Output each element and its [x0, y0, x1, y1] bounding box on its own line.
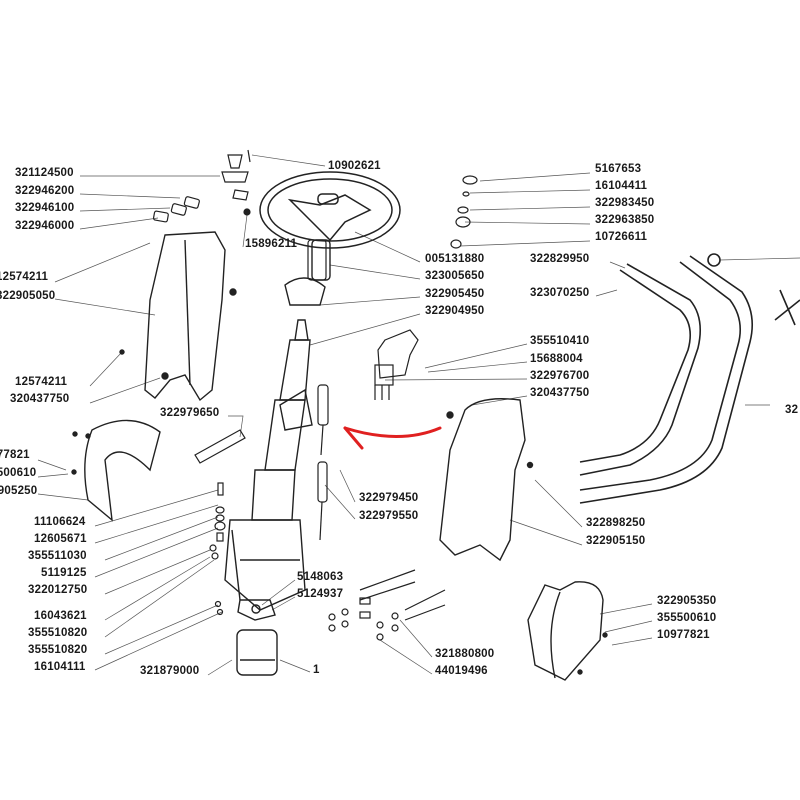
red-arrow-indicator [343, 426, 442, 450]
part-number-label: 12574211 [15, 376, 68, 388]
part-number-label: 44019496 [435, 665, 488, 677]
part-number-label: 12605671 [34, 533, 87, 545]
part-number-label: 10902621 [328, 160, 381, 172]
part-number-label: 322983450 [595, 197, 655, 209]
part-number-label: 355510410 [530, 335, 590, 347]
part-number-label: 322979650 [160, 407, 220, 419]
hydraulic-hoses [579, 253, 800, 504]
steering-column [224, 239, 331, 611]
washers [307, 175, 478, 281]
part-number-label: 321879000 [140, 665, 200, 677]
joystick-valve [374, 329, 419, 400]
part-number-label: 322979550 [359, 510, 419, 522]
part-number-label: 10977821 [0, 449, 30, 461]
part-number-label: 322963850 [595, 214, 655, 226]
part-number-label: 321124500 [15, 167, 74, 179]
part-number-label: 1 [313, 664, 320, 676]
part-number-label: 15688004 [530, 353, 583, 365]
part-number-label: 321880800 [435, 648, 495, 660]
part-number-label: 10726611 [595, 231, 648, 243]
part-number-label: 12574211 [0, 271, 49, 283]
part-number-label: 5119125 [41, 567, 87, 579]
part-number-label: 322905150 [586, 535, 646, 547]
part-number-label: 323005650 [425, 270, 485, 282]
gas-springs [194, 384, 329, 541]
lower-left-cover [71, 419, 161, 522]
part-number-label: 355500610 [0, 467, 37, 479]
left-column-cover [119, 231, 237, 402]
part-number-label: 5124937 [297, 588, 344, 600]
part-number-label: 322905050 [0, 290, 56, 302]
part-number-label: 322976700 [530, 370, 590, 382]
part-number-label: 323070250 [530, 287, 590, 299]
part-number-label: 16104411 [595, 180, 648, 192]
part-number-label: 16043621 [34, 610, 87, 622]
rear-cover [527, 581, 608, 681]
steering-wheel [259, 171, 401, 249]
part-number-label: 15896211 [245, 238, 298, 250]
part-number-label: 355500610 [657, 612, 717, 624]
part-number-label: 5167653 [595, 163, 642, 175]
part-number-label: 11106624 [34, 516, 86, 528]
leader-lines [37, 154, 800, 676]
part-number-label: 322012750 [28, 584, 88, 596]
part-number-label: 5148063 [297, 571, 344, 583]
part-number-label: 355510820 [28, 644, 88, 656]
part-number-label: 320437750 [10, 393, 70, 405]
part-number-label: 32 [785, 404, 799, 416]
part-number-label: 322904950 [425, 305, 485, 317]
part-number-label: 355511030 [28, 550, 87, 562]
part-number-label: 322905450 [425, 288, 485, 300]
right-column-cover [439, 398, 534, 562]
part-number-label: 10977821 [657, 629, 710, 641]
lower-hoses [328, 569, 446, 641]
part-number-label: 322946200 [15, 185, 75, 197]
part-number-label: 322829950 [530, 253, 590, 265]
part-number-label: 322946100 [15, 202, 75, 214]
part-number-label: 320437750 [530, 387, 590, 399]
part-number-label: 16104111 [34, 661, 86, 673]
bolts [209, 482, 226, 616]
part-number-label: 322905350 [657, 595, 717, 607]
hydraulic-pump [236, 599, 278, 676]
part-number-label: 005131880 [425, 253, 485, 265]
part-number-label: 322898250 [586, 517, 646, 529]
part-number-label: 322979450 [359, 492, 419, 504]
part-number-label: 322905250 [0, 485, 38, 497]
part-number-label: 355510820 [28, 627, 88, 639]
knob-parts [152, 149, 251, 223]
part-number-label: 322946000 [15, 220, 75, 232]
